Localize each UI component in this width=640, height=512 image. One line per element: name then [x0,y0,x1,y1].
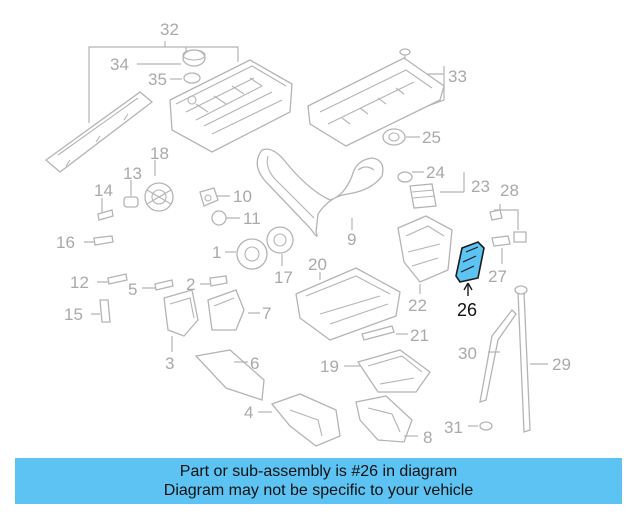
callout-9: 9 [347,230,356,249]
seal-25 [382,128,406,146]
callout-20: 20 [308,255,327,274]
pump-22 [397,215,453,283]
callout-24: 24 [426,163,445,182]
callout-10: 10 [233,187,252,206]
sprocket-17 [266,226,294,254]
bracket-4 [270,393,341,447]
part-26-highlighted[interactable] [455,241,485,296]
bolt-13 [123,196,139,208]
bolt-15 [99,299,111,323]
info-banner: Part or sub-assembly is #26 in diagram D… [15,458,622,504]
cover-7 [207,289,245,331]
callout-labels: 32 34 35 33 25 18 13 14 10 11 16 1 24 23… [56,20,571,447]
bolt-16 [93,235,114,246]
callout-21: 21 [410,326,429,345]
plug-28b [513,231,527,243]
callout-13: 13 [123,164,142,183]
callout-5: 5 [128,280,137,299]
callout-18: 18 [150,144,169,163]
tube-30 [479,309,517,403]
bolt-5 [154,279,174,291]
callout-34: 34 [110,55,129,74]
cover-3 [163,289,199,337]
banner-line-2: Diagram may not be specific to your vehi… [163,482,474,499]
seal-31 [479,421,493,431]
bracket-8 [355,395,413,443]
parts-diagram: 32 34 35 33 25 18 13 14 10 11 16 1 24 23… [44,20,571,447]
callout-17: 17 [274,268,293,287]
callout-28: 28 [500,181,519,200]
seal-24 [397,171,413,183]
pipe-21 [361,325,395,341]
dipstick-29 [517,291,531,433]
callout-4: 4 [244,403,253,422]
oil-pan-lower [356,349,431,393]
callout-29: 29 [552,355,571,374]
callout-1: 1 [212,243,221,262]
callout-22: 22 [408,296,427,315]
callout-7: 7 [262,304,271,323]
tensioner-10 [199,187,219,207]
callout-31: 31 [444,418,463,437]
callout-33: 33 [448,67,467,86]
plug-27 [491,235,511,247]
callout-12: 12 [70,273,89,292]
callout-3: 3 [165,354,174,373]
callout-32: 32 [160,20,179,39]
callout-19: 19 [320,357,339,376]
callout-15: 15 [64,305,83,324]
callout-11: 11 [243,209,261,228]
callout-26: 26 [457,300,477,320]
valve-cover-left [169,59,293,153]
bolt-2 [209,275,228,287]
plug-28a [489,209,503,221]
callout-8: 8 [423,428,432,447]
callout-14: 14 [94,181,113,200]
callout-6: 6 [250,354,259,373]
callout-2: 2 [186,275,195,294]
callout-25: 25 [422,128,441,147]
oil-cap-seal [183,72,201,84]
callout-30: 30 [458,344,477,363]
callout-16: 16 [56,233,75,252]
callout-23: 23 [471,177,490,196]
callout-27: 27 [488,267,507,286]
gasket-strip-left [44,91,154,173]
timing-belt [256,148,384,237]
bolt-12 [107,273,128,285]
bolt-14 [97,209,114,221]
valve-cover-right [307,57,445,147]
pulley-1 [236,238,268,270]
washer-11 [211,210,227,226]
callout-35: 35 [148,70,167,89]
cover-6 [194,349,265,401]
banner-line-1: Part or sub-assembly is #26 in diagram [179,463,458,480]
